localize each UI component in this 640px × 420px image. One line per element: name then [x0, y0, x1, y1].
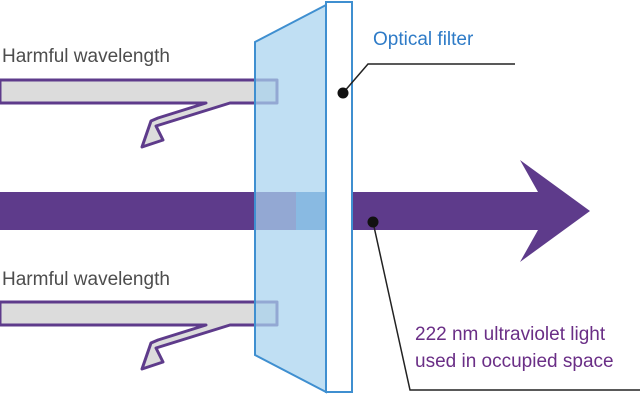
- uv-label-leader: [367, 216, 640, 391]
- uv-light-label-line1: 222 nm ultraviolet light: [415, 324, 606, 345]
- uv-light-label-line2: used in occupied space: [415, 350, 614, 372]
- harmful-arrow-bottom: [0, 300, 279, 371]
- uv-beam-transmitted-arrow: [353, 160, 590, 262]
- optical-filter-frame: [325, 1, 353, 393]
- harmful-wavelength-label-bottom: Harmful wavelength: [2, 269, 170, 290]
- harmful-wavelength-label-top: Harmful wavelength: [2, 46, 170, 67]
- harmful-arrow-top: [0, 78, 279, 149]
- uv-beam-incoming: [0, 192, 300, 230]
- filter-label-leader: [337, 63, 515, 99]
- optical-filter-label: Optical filter: [373, 29, 474, 50]
- uv-light-label: 222 nm ultraviolet light used in occupie…: [415, 322, 614, 375]
- optical-filter-glass: [254, 3, 327, 394]
